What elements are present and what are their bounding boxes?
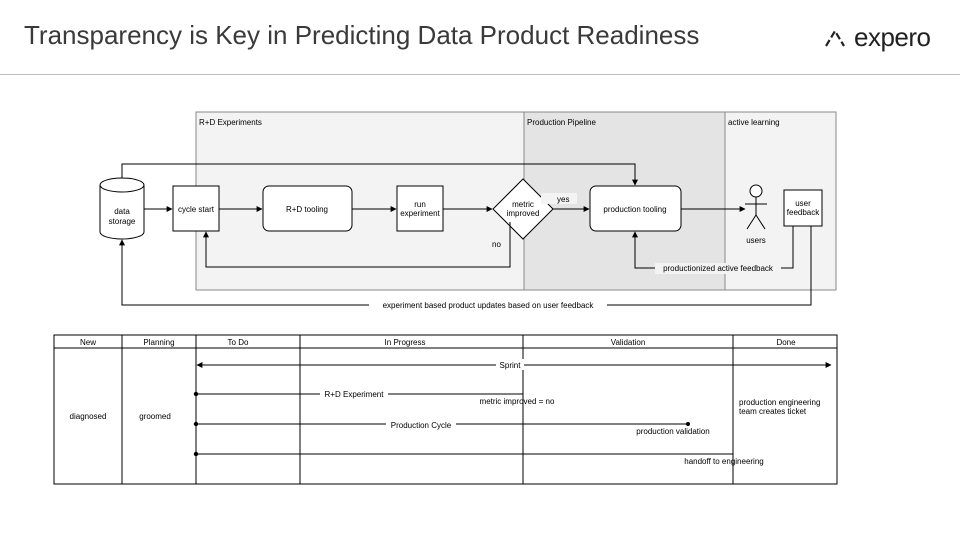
cell-groomed: groomed (139, 412, 171, 421)
col-validation: Validation (611, 338, 646, 347)
rd-experiment-label-bg (320, 389, 388, 400)
edge-no-label: no (492, 240, 501, 249)
user-feedback-node (783, 189, 823, 227)
col-planning: Planning (143, 338, 174, 347)
updates-label-bg (369, 300, 607, 311)
data-storage-label-1: data (114, 207, 130, 216)
col-new: New (80, 338, 96, 347)
edge-storage-to-prod (121, 163, 638, 186)
lane-rd (195, 111, 525, 291)
lane-production-label: Production Pipeline (527, 118, 596, 127)
col-done: Done (776, 338, 796, 347)
cell-done-line-1: production engineering (739, 398, 820, 407)
slide-title: Transparency is Key in Predicting Data P… (24, 20, 700, 50)
production-tooling-label: production tooling (603, 205, 666, 214)
edge-productionized-label: productionized active feedback (663, 264, 774, 273)
productionized-label-bg (655, 263, 781, 274)
cell-done-line-2: team creates ticket (739, 407, 807, 416)
edge-metric-no-loop (203, 222, 511, 268)
run-experiment-label-1: run (414, 200, 426, 209)
user-feedback-label-1: user (795, 199, 811, 208)
sprint-label-bg (496, 359, 524, 370)
users-actor-icon (745, 184, 767, 230)
production-validation-label: production validation (636, 427, 709, 436)
metric-label-1: metric (512, 200, 534, 209)
production-cycle-end-dot (686, 422, 690, 426)
lane-active-label: active learning (728, 118, 780, 127)
production-cycle-label-bg (386, 419, 456, 430)
production-cycle-start-dot (193, 421, 199, 427)
cycle-start-label: cycle start (178, 205, 215, 214)
col-todo: To Do (228, 338, 249, 347)
metric-no-label: metric improved = no (480, 397, 555, 406)
yes-label-bg (541, 193, 577, 204)
data-storage-node: data storage (99, 177, 145, 240)
run-experiment-label-2: experiment (400, 209, 440, 218)
handoff-label: handoff to engineering (684, 457, 763, 466)
rd-tooling-label: R+D tooling (286, 205, 328, 214)
run-experiment-node (396, 185, 444, 232)
rd-experiment-label: R+D Experiment (325, 390, 385, 399)
logo-text: expero (854, 21, 931, 52)
cycle-start-node (172, 185, 220, 232)
cell-diagnosed: diagnosed (70, 412, 107, 421)
user-feedback-label-2: feedback (787, 208, 820, 217)
edge-yes-label: yes (557, 195, 569, 204)
header-divider (0, 74, 960, 75)
expero-logo: expero (822, 22, 931, 52)
logo-triangle-icon (825, 28, 845, 47)
users-label: users (746, 236, 766, 245)
lane-rd-label: R+D Experiments (199, 118, 262, 127)
rd-experiment-start-dot (193, 391, 199, 397)
edge-updates-label: experiment based product updates based o… (383, 301, 595, 310)
metric-label-2: improved (507, 209, 540, 218)
sprint-label: Sprint (500, 361, 522, 370)
col-in-progress: In Progress (385, 338, 426, 347)
data-storage-label-2: storage (109, 217, 136, 226)
production-cycle-label: Production Cycle (391, 421, 452, 430)
handoff-start-dot (193, 451, 199, 457)
